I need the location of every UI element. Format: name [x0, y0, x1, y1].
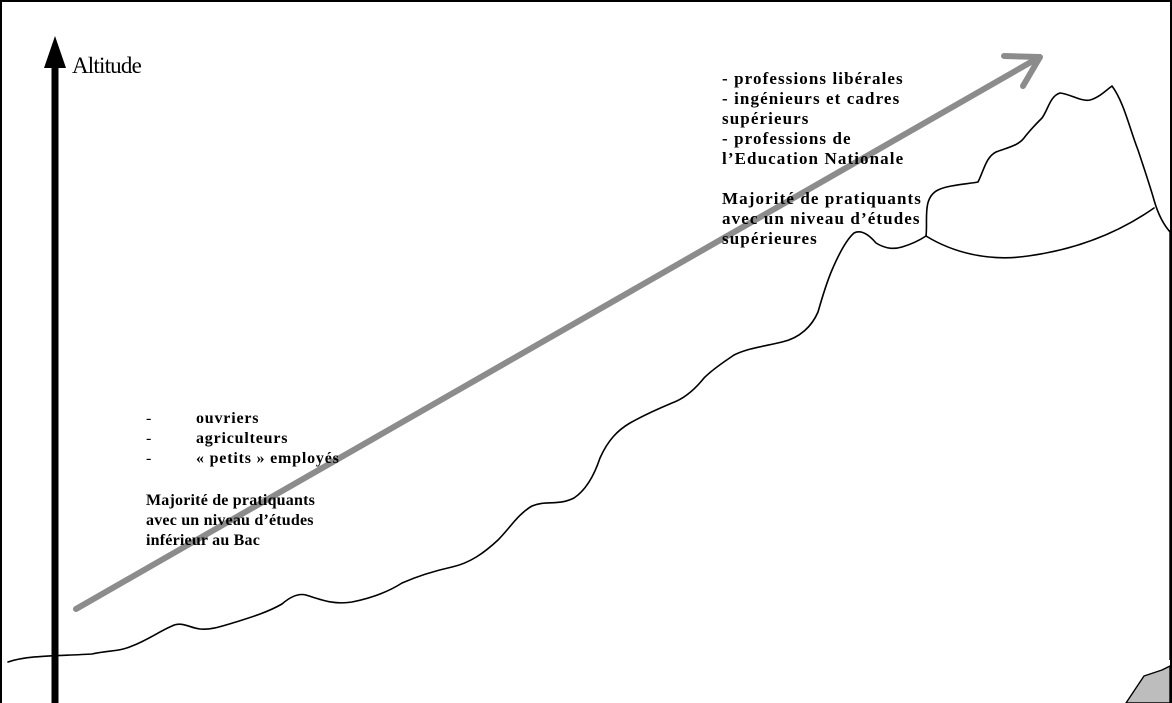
relief-outline: [7, 85, 1172, 663]
text-line: - professions de: [722, 129, 852, 148]
low-altitude-text: - ouvriers - agriculteurs - « petits » e…: [146, 409, 340, 551]
text-line: avec un niveau d’études: [146, 512, 314, 529]
list-item: - « petits » employés: [146, 449, 340, 469]
low-altitude-professions: - ouvriers - agriculteurs - « petits » e…: [146, 409, 340, 469]
axis-label-altitude: Altitude: [72, 53, 142, 78]
text-line: supérieures: [722, 229, 818, 248]
text-line: l’Education Nationale: [722, 149, 905, 168]
trend-arrowhead: [1001, 53, 1043, 89]
high-altitude-professions: - professions libérales - ingénieurs et …: [722, 69, 922, 169]
text-line: inférieur au Bac: [146, 532, 261, 549]
bullet-dash: -: [146, 450, 152, 467]
text-line: Majorité de pratiquants: [722, 189, 923, 208]
high-altitude-text: - professions libérales - ingénieurs et …: [722, 69, 922, 269]
island-shape: [1125, 665, 1171, 703]
trend-arrow-shaft: [73, 55, 1041, 612]
text-line: avec un niveau d’études: [722, 209, 921, 228]
list-item-text: ouvriers: [196, 410, 260, 427]
text-line: - ingénieurs et cadres: [722, 89, 901, 108]
list-item: - ouvriers: [146, 409, 340, 429]
high-altitude-education: Majorité de pratiquants avec un niveau d…: [722, 189, 922, 249]
text-line: Majorité de pratiquants: [146, 492, 316, 509]
altitude-axis-arrowhead: [44, 36, 66, 68]
text-line: supérieurs: [722, 109, 810, 128]
list-item-text: agriculteurs: [196, 430, 289, 447]
list-item: - agriculteurs: [146, 429, 340, 449]
text-line: - professions libérales: [722, 69, 904, 88]
ridge-line: [925, 207, 1155, 259]
bullet-dash: -: [146, 430, 152, 447]
list-item-text: « petits » employés: [196, 450, 340, 467]
low-altitude-education: Majorité de pratiquants avec un niveau d…: [146, 491, 340, 551]
bullet-dash: -: [146, 410, 152, 427]
